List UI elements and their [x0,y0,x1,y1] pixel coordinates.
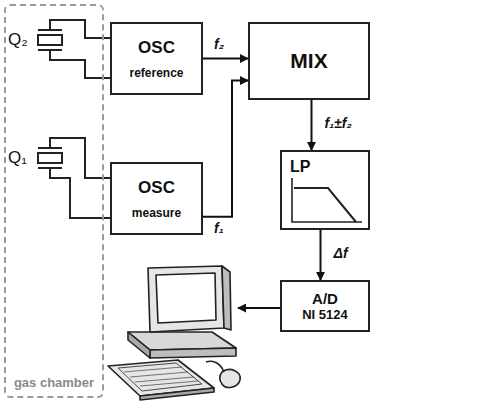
box-subtitle: measure [132,206,181,220]
part-name: Q₂ [7,31,29,50]
crystal-symbol [38,24,62,56]
wire [50,20,110,38]
oscillator-box: OSC measure [110,162,203,235]
box-title: OSC [138,178,175,198]
box-subtitle: reference [129,66,183,80]
signal-arrow [311,100,313,150]
wire [50,138,110,178]
signal-label: f₂ [213,37,225,52]
signal-arrow [203,58,248,60]
signal-label: Δf [333,246,349,261]
box-title: MIX [290,49,327,73]
box-subtitle: NI 5124 [302,307,348,322]
signal-arrow [320,230,322,280]
signal-label: f₁ [213,221,225,236]
wire [50,174,110,218]
signal-arrow [203,81,248,217]
mixer-box: MIX [248,22,370,100]
filter-box: LP [280,150,370,230]
box-title: gas chamber [6,375,102,390]
box-title: A/D [312,290,338,307]
part-name: Q₁ [7,149,28,168]
wire [50,56,110,78]
converter-box: A/DNI 5124 [280,280,370,332]
signal-label: f₁±f₂ [324,116,353,131]
box-title: LP [290,158,310,176]
oscillator-box: OSC reference [110,22,203,95]
box-title: OSC [138,38,175,58]
computer-icon [108,266,240,400]
data-arrow [238,307,280,309]
crystal-symbol [38,142,62,174]
gas-chamber: gas chamber [4,4,104,398]
